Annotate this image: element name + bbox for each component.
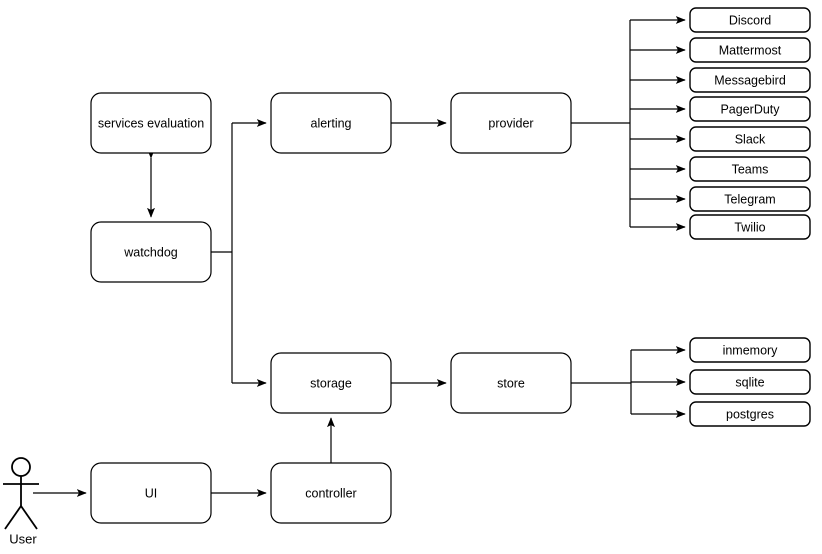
node-ui[interactable]: UI <box>90 462 212 524</box>
node-watchdog-box[interactable] <box>90 221 212 283</box>
node-provider-box[interactable] <box>450 92 572 154</box>
node-ui-label: UI <box>145 486 158 500</box>
node-teams-label: Teams <box>732 162 769 176</box>
node-postgres[interactable]: postgres <box>689 401 811 427</box>
node-teams-box[interactable] <box>689 156 811 182</box>
node-inmemory-box[interactable] <box>689 337 811 363</box>
node-slack[interactable]: Slack <box>689 126 811 152</box>
node-twilio[interactable]: Twilio <box>689 214 811 240</box>
node-postgres-label: postgres <box>726 407 774 421</box>
node-mattermost-box[interactable] <box>689 37 811 63</box>
actor-head-icon <box>11 457 31 477</box>
user-actor-label: User <box>9 531 37 546</box>
node-provider[interactable]: provider <box>450 92 572 154</box>
node-alerting[interactable]: alerting <box>270 92 392 154</box>
node-services-evaluation[interactable]: services evaluation <box>90 92 212 154</box>
node-messagebird-box[interactable] <box>689 67 811 93</box>
node-mattermost[interactable]: Mattermost <box>689 37 811 63</box>
node-sqlite-box[interactable] <box>689 369 811 395</box>
node-storage[interactable]: storage <box>270 352 392 414</box>
provider-targets-layer: Discord Mattermost Messagebird PagerDuty… <box>689 7 811 240</box>
node-twilio-box[interactable] <box>689 214 811 240</box>
node-pagerduty[interactable]: PagerDuty <box>689 96 811 122</box>
store-targets-layer: inmemory sqlite postgres <box>689 337 811 427</box>
node-teams[interactable]: Teams <box>689 156 811 182</box>
node-watchdog-label: watchdog <box>123 245 178 259</box>
node-storage-label: storage <box>310 376 352 390</box>
edges-layer <box>33 16 686 497</box>
node-slack-box[interactable] <box>689 126 811 152</box>
nodes-layer: services evaluation watchdog alerting pr… <box>90 92 572 524</box>
node-telegram-box[interactable] <box>689 186 811 212</box>
node-inmemory-label: inmemory <box>723 343 779 357</box>
node-discord-box[interactable] <box>689 7 811 33</box>
node-messagebird[interactable]: Messagebird <box>689 67 811 93</box>
node-pagerduty-label: PagerDuty <box>720 102 780 116</box>
actor-leg-left-icon <box>4 505 22 530</box>
node-services-evaluation-label: services evaluation <box>98 116 204 130</box>
node-discord[interactable]: Discord <box>689 7 811 33</box>
node-ui-box[interactable] <box>90 462 212 524</box>
node-telegram[interactable]: Telegram <box>689 186 811 212</box>
node-store-label: store <box>497 376 525 390</box>
node-services-evaluation-box[interactable] <box>90 92 212 154</box>
node-telegram-label: Telegram <box>724 192 775 206</box>
node-messagebird-label: Messagebird <box>714 73 786 87</box>
node-storage-box[interactable] <box>270 352 392 414</box>
node-controller-label: controller <box>305 486 356 500</box>
user-actor: User <box>3 457 39 546</box>
node-slack-label: Slack <box>735 132 766 146</box>
node-watchdog[interactable]: watchdog <box>90 221 212 283</box>
node-pagerduty-box[interactable] <box>689 96 811 122</box>
node-provider-label: provider <box>488 116 533 130</box>
node-alerting-label: alerting <box>311 116 352 130</box>
node-mattermost-label: Mattermost <box>719 43 782 57</box>
node-discord-label: Discord <box>729 13 771 27</box>
node-sqlite-label: sqlite <box>735 375 764 389</box>
node-controller-box[interactable] <box>270 462 392 524</box>
node-store[interactable]: store <box>450 352 572 414</box>
node-sqlite[interactable]: sqlite <box>689 369 811 395</box>
actor-leg-right-icon <box>20 505 38 530</box>
node-postgres-box[interactable] <box>689 401 811 427</box>
node-inmemory[interactable]: inmemory <box>689 337 811 363</box>
node-alerting-box[interactable] <box>270 92 392 154</box>
node-twilio-label: Twilio <box>734 220 765 234</box>
node-controller[interactable]: controller <box>270 462 392 524</box>
node-store-box[interactable] <box>450 352 572 414</box>
